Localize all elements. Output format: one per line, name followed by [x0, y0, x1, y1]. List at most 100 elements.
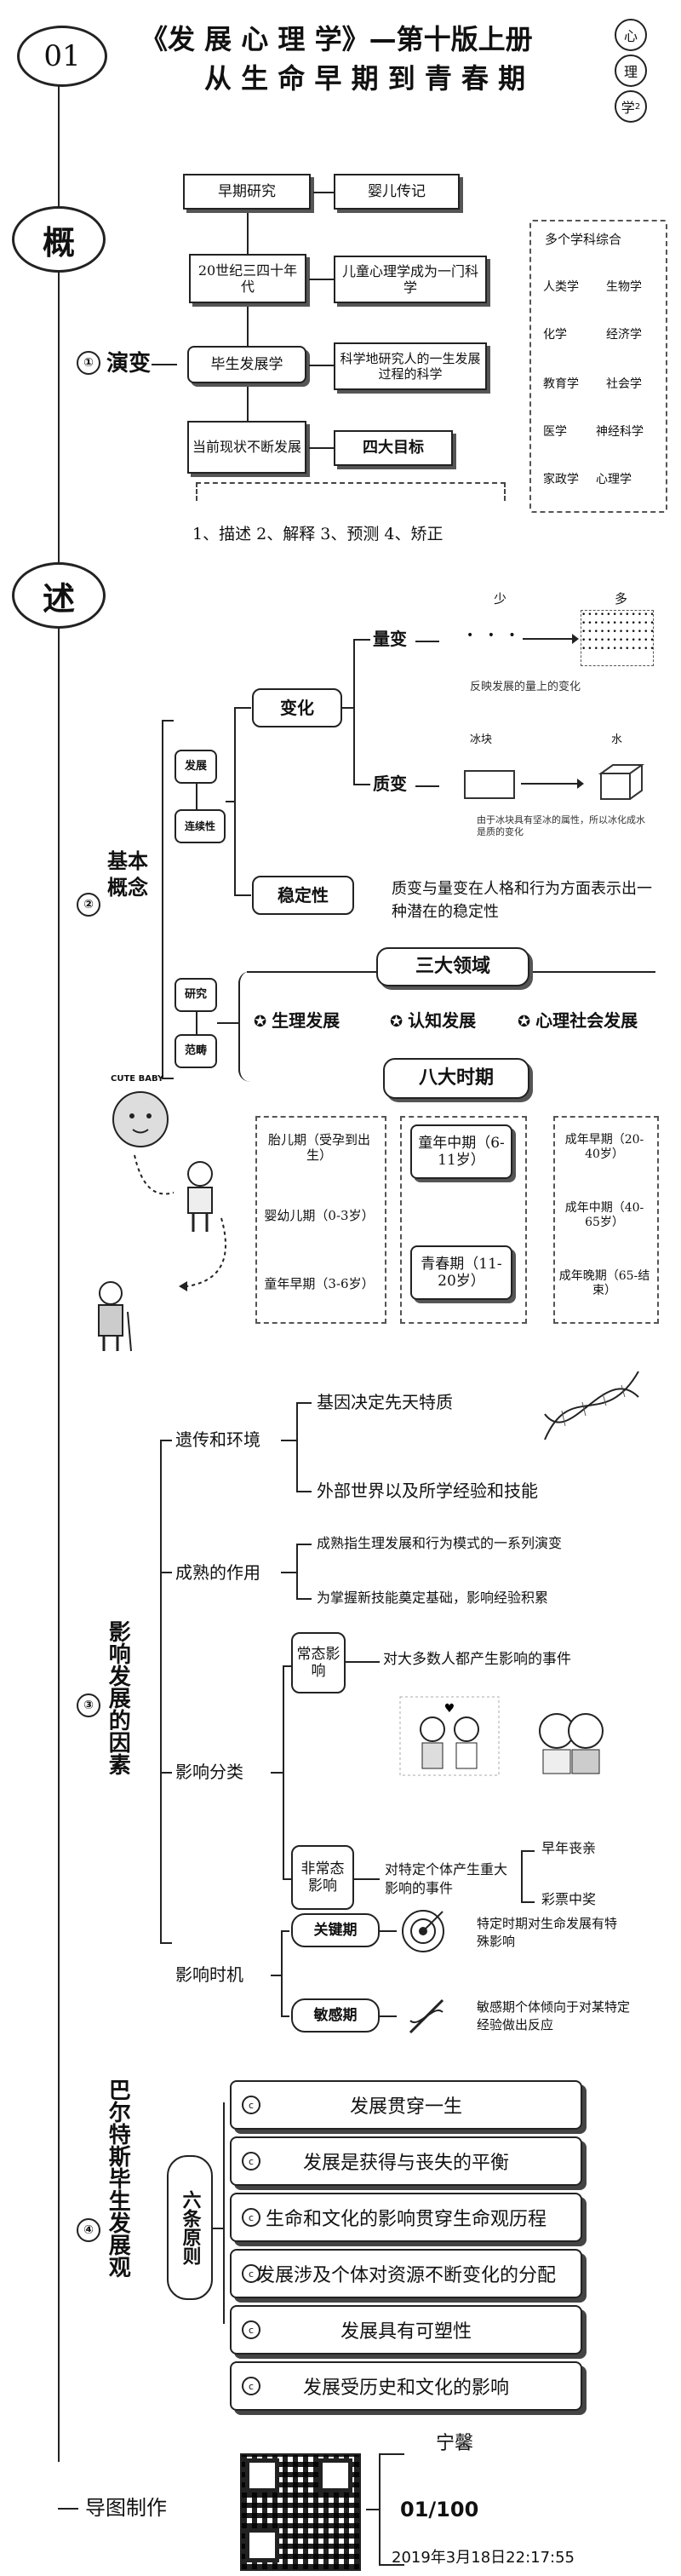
- example-bereavement: 早年丧亲: [541, 1840, 597, 1856]
- normative-link: [346, 1661, 380, 1663]
- baby-icon: [112, 1091, 169, 1147]
- history-arrow-line: [247, 203, 249, 433]
- target-icon: [402, 1910, 444, 1952]
- evolution-label: 演变: [106, 351, 152, 377]
- heredity-item-1: 基因决定先天特质: [317, 1392, 453, 1412]
- timing-label: 影响时机: [175, 1964, 243, 1985]
- maturation-item-2: 为掌握新技能奠定基础，影响经验积累: [317, 1590, 549, 1606]
- side-tag-char: 理: [615, 55, 647, 87]
- to-change: [234, 707, 251, 709]
- periods-col3-box: [553, 1116, 659, 1324]
- elderly-couple-icon: [539, 1713, 604, 1774]
- maturation-item-1-link: [296, 1544, 312, 1545]
- water-cube-icon: [598, 764, 645, 800]
- factors-to-classification: [160, 1772, 172, 1774]
- period-infancy: 婴幼儿期（0-3岁）: [264, 1193, 375, 1239]
- history-link-4: [309, 447, 334, 449]
- item-number-4: ④: [77, 2218, 100, 2242]
- period-early-adulthood: 成年早期（20-40岁）: [558, 1124, 650, 1170]
- to-stability: [234, 894, 251, 896]
- quantitative-label: 量变: [373, 629, 407, 649]
- svg-text:♥: ♥: [444, 1702, 455, 1716]
- normative-text: 对大多数人都产生影响的事件: [383, 1651, 571, 1668]
- sensitive-text: 敏感期个体倾向于对某特定经验做出反应: [477, 1999, 631, 2033]
- wedding-couple-icon: ♥: [399, 1696, 500, 1776]
- tag-continuity: 连续性: [175, 809, 226, 843]
- critical-link: [380, 1930, 397, 1932]
- principles-bracket: [223, 2102, 225, 2324]
- goals-bracket: [196, 482, 506, 501]
- elder-icon: [98, 1281, 132, 1352]
- side-tag-char: 心: [615, 19, 647, 51]
- stability-node: 稳定性: [252, 876, 354, 915]
- factors-bracket: [160, 1440, 162, 1942]
- period-late-adulthood: 成年晚期（65-结束）: [558, 1261, 650, 1307]
- item-number-2: ②: [77, 893, 100, 917]
- water-label: 水: [611, 733, 623, 746]
- page-subtitle: 从 生 命 早 期 到 青 春 期: [204, 62, 526, 95]
- maturation-out: [281, 1572, 296, 1573]
- domain-psychosocial: ✪心理社会发展: [518, 1010, 638, 1031]
- basic-bracket-top: [162, 720, 174, 722]
- many-dots-icon: ••••••••••••• ••••••••••••• ••••••••••••…: [581, 610, 654, 666]
- timing-out: [271, 1975, 281, 1976]
- baby-caption: CUTE BABY: [111, 1074, 164, 1084]
- example-lottery: 彩票中奖: [541, 1891, 597, 1907]
- qr-finder: [318, 2458, 352, 2493]
- critical-period-node: 关键期: [291, 1913, 380, 1947]
- footer-bracket: [379, 2453, 381, 2564]
- history-link-2: [309, 279, 334, 280]
- qual-line: [415, 785, 439, 787]
- discipline-item: 生物学: [606, 280, 642, 294]
- change-stability-bracket: [234, 707, 236, 894]
- qualitative-label: 质变: [373, 773, 407, 794]
- maturation-label: 成熟的作用: [175, 1562, 260, 1583]
- discipline-item: 化学: [543, 328, 567, 342]
- tag2-link: [196, 1012, 197, 1034]
- periods-col2-box: [400, 1116, 527, 1324]
- period-middle-childhood: 童年中期（6-11岁）: [410, 1124, 512, 1179]
- few-label: 少: [494, 591, 507, 607]
- heredity-out: [281, 1440, 296, 1441]
- critical-text: 特定时期对生命发展有特殊影响: [477, 1916, 618, 1949]
- tag1-out: [226, 801, 234, 802]
- tag-development: 发展: [175, 750, 217, 784]
- item-number-3: ③: [77, 1693, 100, 1717]
- classification-out: [271, 1772, 283, 1774]
- discipline-item: 人类学: [543, 280, 579, 294]
- nonnormative-text: 对特定个体产生重大影响的事件: [385, 1861, 508, 1897]
- few-dots-icon: • • •: [466, 629, 521, 642]
- footer-bracket-bottom: [379, 2564, 404, 2566]
- nonnormative-link: [354, 1878, 380, 1880]
- discipline-item: 家政学: [543, 473, 579, 486]
- three-domains-node: 三大领域: [376, 947, 529, 986]
- many-label: 多: [615, 591, 628, 607]
- to-qual: [353, 784, 370, 785]
- disciplines-box: [529, 220, 667, 513]
- change-out: [342, 707, 353, 709]
- classification-branch: [283, 1665, 284, 1878]
- period-middle-adulthood: 成年中期（40-65岁）: [558, 1193, 650, 1239]
- history-note-2: 儿童心理学成为一门科学: [334, 256, 487, 303]
- history-stage-4: 当前现状不断发展: [187, 421, 306, 474]
- footer-label: 导图制作: [85, 2496, 167, 2520]
- baltes-label: 巴尔特斯毕生发展观: [105, 2079, 131, 2278]
- chapter-number: 01: [43, 39, 81, 73]
- to-critical: [281, 1930, 289, 1932]
- example-2-link: [521, 1901, 535, 1903]
- to-quant: [353, 639, 370, 641]
- normative-node: 常态影响: [291, 1632, 346, 1693]
- disciplines-title: 多个学科综合: [545, 232, 622, 247]
- tag-research: 研究: [175, 978, 217, 1012]
- eight-periods-node: 八大时期: [383, 1058, 529, 1099]
- life-path-arrows: [134, 1154, 226, 1291]
- heredity-label: 遗传和环境: [175, 1429, 260, 1450]
- footer-bracket-mid: [366, 2509, 379, 2510]
- to-sensitive: [281, 2015, 289, 2017]
- change-node: 变化: [252, 688, 342, 727]
